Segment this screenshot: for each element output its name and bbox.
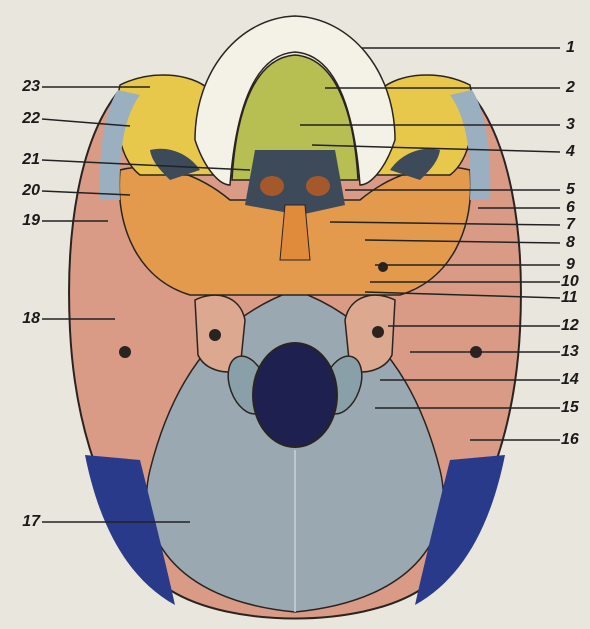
label-17: 17 — [0, 513, 40, 531]
label-7: 7 — [566, 216, 590, 234]
label-1: 1 — [566, 39, 590, 57]
label-6: 6 — [566, 199, 590, 217]
label-23: 23 — [0, 78, 40, 96]
label-4: 4 — [566, 143, 590, 161]
label-18: 18 — [0, 310, 40, 328]
foramen-small-5 — [378, 262, 388, 272]
label-3: 3 — [566, 116, 590, 134]
label-21: 21 — [0, 151, 40, 169]
label-9: 9 — [566, 256, 590, 274]
label-14: 14 — [561, 371, 590, 389]
foramen-small-3 — [119, 346, 131, 358]
label-19: 19 — [0, 212, 40, 230]
label-13: 13 — [561, 343, 590, 361]
label-2: 2 — [566, 79, 590, 97]
label-5: 5 — [566, 181, 590, 199]
choana-right — [306, 176, 330, 196]
label-11: 11 — [561, 289, 590, 307]
label-15: 15 — [561, 399, 590, 417]
label-22: 22 — [0, 110, 40, 128]
vomer — [280, 205, 310, 260]
foramen-small-2 — [372, 326, 384, 338]
label-12: 12 — [561, 317, 590, 335]
choana-left — [260, 176, 284, 196]
label-20: 20 — [0, 182, 40, 200]
foramen-small-1 — [209, 329, 221, 341]
foramen-magnum — [253, 343, 337, 447]
label-16: 16 — [561, 431, 590, 449]
label-8: 8 — [566, 234, 590, 252]
